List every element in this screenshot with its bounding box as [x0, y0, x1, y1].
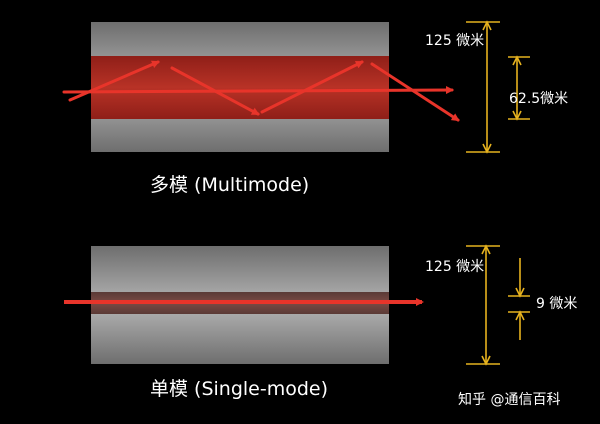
singlemode-fiber: 125 微米 9 微米 单模 (Single-mode) [64, 244, 577, 400]
ray-zigzag-1 [68, 60, 160, 102]
ray-zigzag-2 [170, 66, 260, 116]
multimode-cladding-label: 125 微米 [425, 33, 484, 49]
watermark: 知乎 @通信百科 [458, 391, 560, 408]
multimode-core [91, 56, 389, 119]
singlemode-cladding-label: 125 微米 [425, 259, 484, 275]
multimode-core-dimension [508, 55, 530, 121]
ray-zigzag-4 [370, 62, 460, 122]
singlemode-cladding-dimension [466, 244, 500, 366]
multimode-rays [62, 60, 460, 122]
multimode-caption: 多模 (Multimode) [150, 174, 309, 196]
singlemode-caption: 单模 (Single-mode) [150, 378, 328, 400]
multimode-core-label: 62.5微米 [509, 91, 568, 107]
multimode-fiber: 125 微米 62.5微米 多模 (Multimode) [62, 20, 568, 196]
multimode-cladding-dimension [466, 20, 500, 154]
ray-zigzag-3 [260, 60, 364, 114]
singlemode-core-dimension [508, 258, 530, 340]
ray-straight [62, 86, 454, 95]
singlemode-core-label: 9 微米 [536, 296, 577, 312]
